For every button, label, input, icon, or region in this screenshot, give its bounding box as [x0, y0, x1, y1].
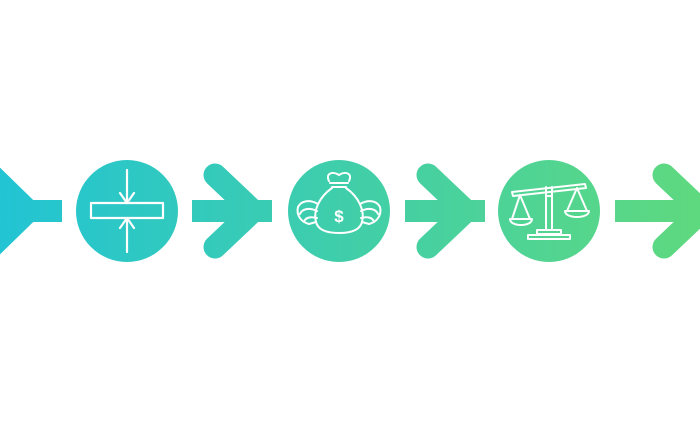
- step-2-node: $: [288, 160, 390, 262]
- flow-arrow-4: [615, 163, 700, 259]
- flow-arrow-2: [192, 163, 272, 259]
- flying-money-bag-icon: [296, 172, 382, 234]
- balance-scale-icon: [509, 183, 590, 240]
- money-bag-dollar-sign: $: [334, 207, 344, 226]
- step-3-node: [498, 160, 600, 262]
- step-2-circle: [288, 160, 390, 262]
- flow-arrow-3: [405, 163, 485, 259]
- compression-icon: [89, 168, 165, 254]
- step-1-circle: [76, 160, 178, 262]
- flow-arrow-1: [0, 167, 62, 255]
- step-1-node: [76, 160, 178, 262]
